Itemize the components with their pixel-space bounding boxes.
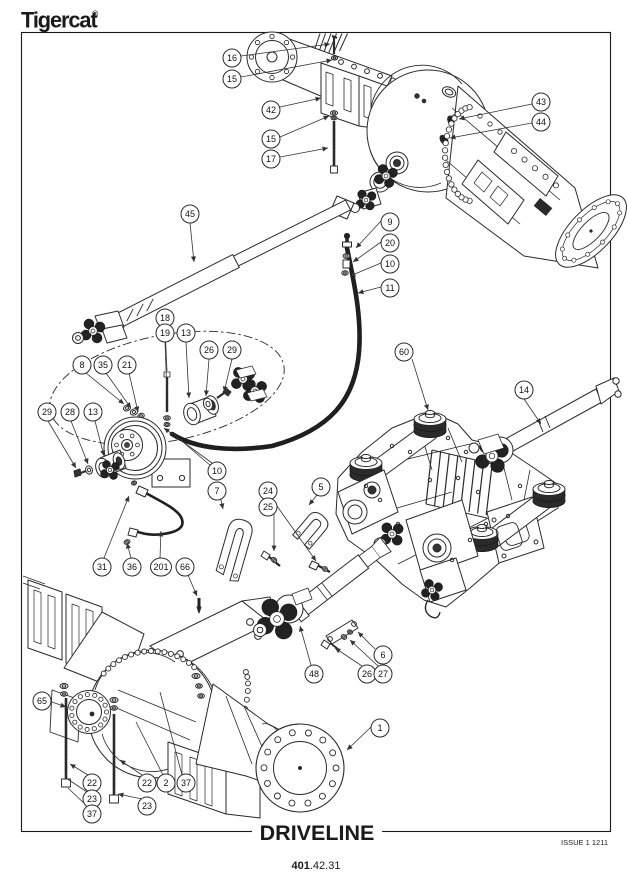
- svg-text:36: 36: [127, 562, 137, 572]
- svg-text:1: 1: [377, 723, 382, 733]
- svg-text:201: 201: [153, 562, 168, 572]
- svg-text:29: 29: [227, 345, 237, 355]
- svg-text:18: 18: [160, 313, 170, 323]
- svg-text:5: 5: [318, 482, 323, 492]
- svg-text:27: 27: [378, 669, 388, 679]
- svg-text:8: 8: [79, 360, 84, 370]
- svg-text:65: 65: [37, 696, 47, 706]
- svg-text:17: 17: [266, 154, 276, 164]
- svg-text:24: 24: [263, 486, 273, 496]
- svg-text:35: 35: [98, 360, 108, 370]
- svg-text:29: 29: [42, 407, 52, 417]
- svg-text:25: 25: [263, 502, 273, 512]
- svg-text:66: 66: [180, 562, 190, 572]
- svg-text:44: 44: [536, 117, 546, 127]
- svg-text:16: 16: [227, 53, 237, 63]
- svg-text:22: 22: [142, 778, 152, 788]
- svg-text:2: 2: [163, 778, 168, 788]
- svg-text:43: 43: [536, 97, 546, 107]
- svg-text:401.42.31: 401.42.31: [292, 860, 341, 872]
- svg-text:48: 48: [309, 669, 319, 679]
- svg-text:13: 13: [88, 407, 98, 417]
- svg-text:31: 31: [97, 562, 107, 572]
- svg-text:23: 23: [87, 794, 97, 804]
- svg-text:®: ®: [92, 9, 99, 19]
- svg-text:9: 9: [387, 217, 392, 227]
- svg-text:ISSUE 1 1211: ISSUE 1 1211: [561, 838, 608, 847]
- svg-text:10: 10: [212, 466, 222, 476]
- svg-text:26: 26: [204, 345, 214, 355]
- svg-text:60: 60: [399, 347, 409, 357]
- svg-text:28: 28: [65, 407, 75, 417]
- svg-text:45: 45: [185, 209, 195, 219]
- svg-text:15: 15: [266, 134, 276, 144]
- svg-text:42: 42: [266, 105, 276, 115]
- svg-text:37: 37: [181, 778, 191, 788]
- svg-text:23: 23: [142, 801, 152, 811]
- svg-text:19: 19: [160, 328, 170, 338]
- svg-text:DRIVELINE: DRIVELINE: [260, 821, 375, 845]
- svg-text:7: 7: [214, 486, 219, 496]
- svg-text:6: 6: [380, 650, 385, 660]
- svg-text:20: 20: [385, 238, 395, 248]
- svg-text:26: 26: [362, 669, 372, 679]
- svg-text:22: 22: [87, 778, 97, 788]
- svg-text:10: 10: [385, 259, 395, 269]
- svg-text:Tigercat: Tigercat: [21, 8, 97, 33]
- svg-text:11: 11: [385, 283, 394, 293]
- svg-text:14: 14: [519, 385, 529, 395]
- svg-text:21: 21: [122, 360, 132, 370]
- svg-text:15: 15: [227, 74, 237, 84]
- svg-text:37: 37: [87, 809, 97, 819]
- svg-text:13: 13: [181, 328, 191, 338]
